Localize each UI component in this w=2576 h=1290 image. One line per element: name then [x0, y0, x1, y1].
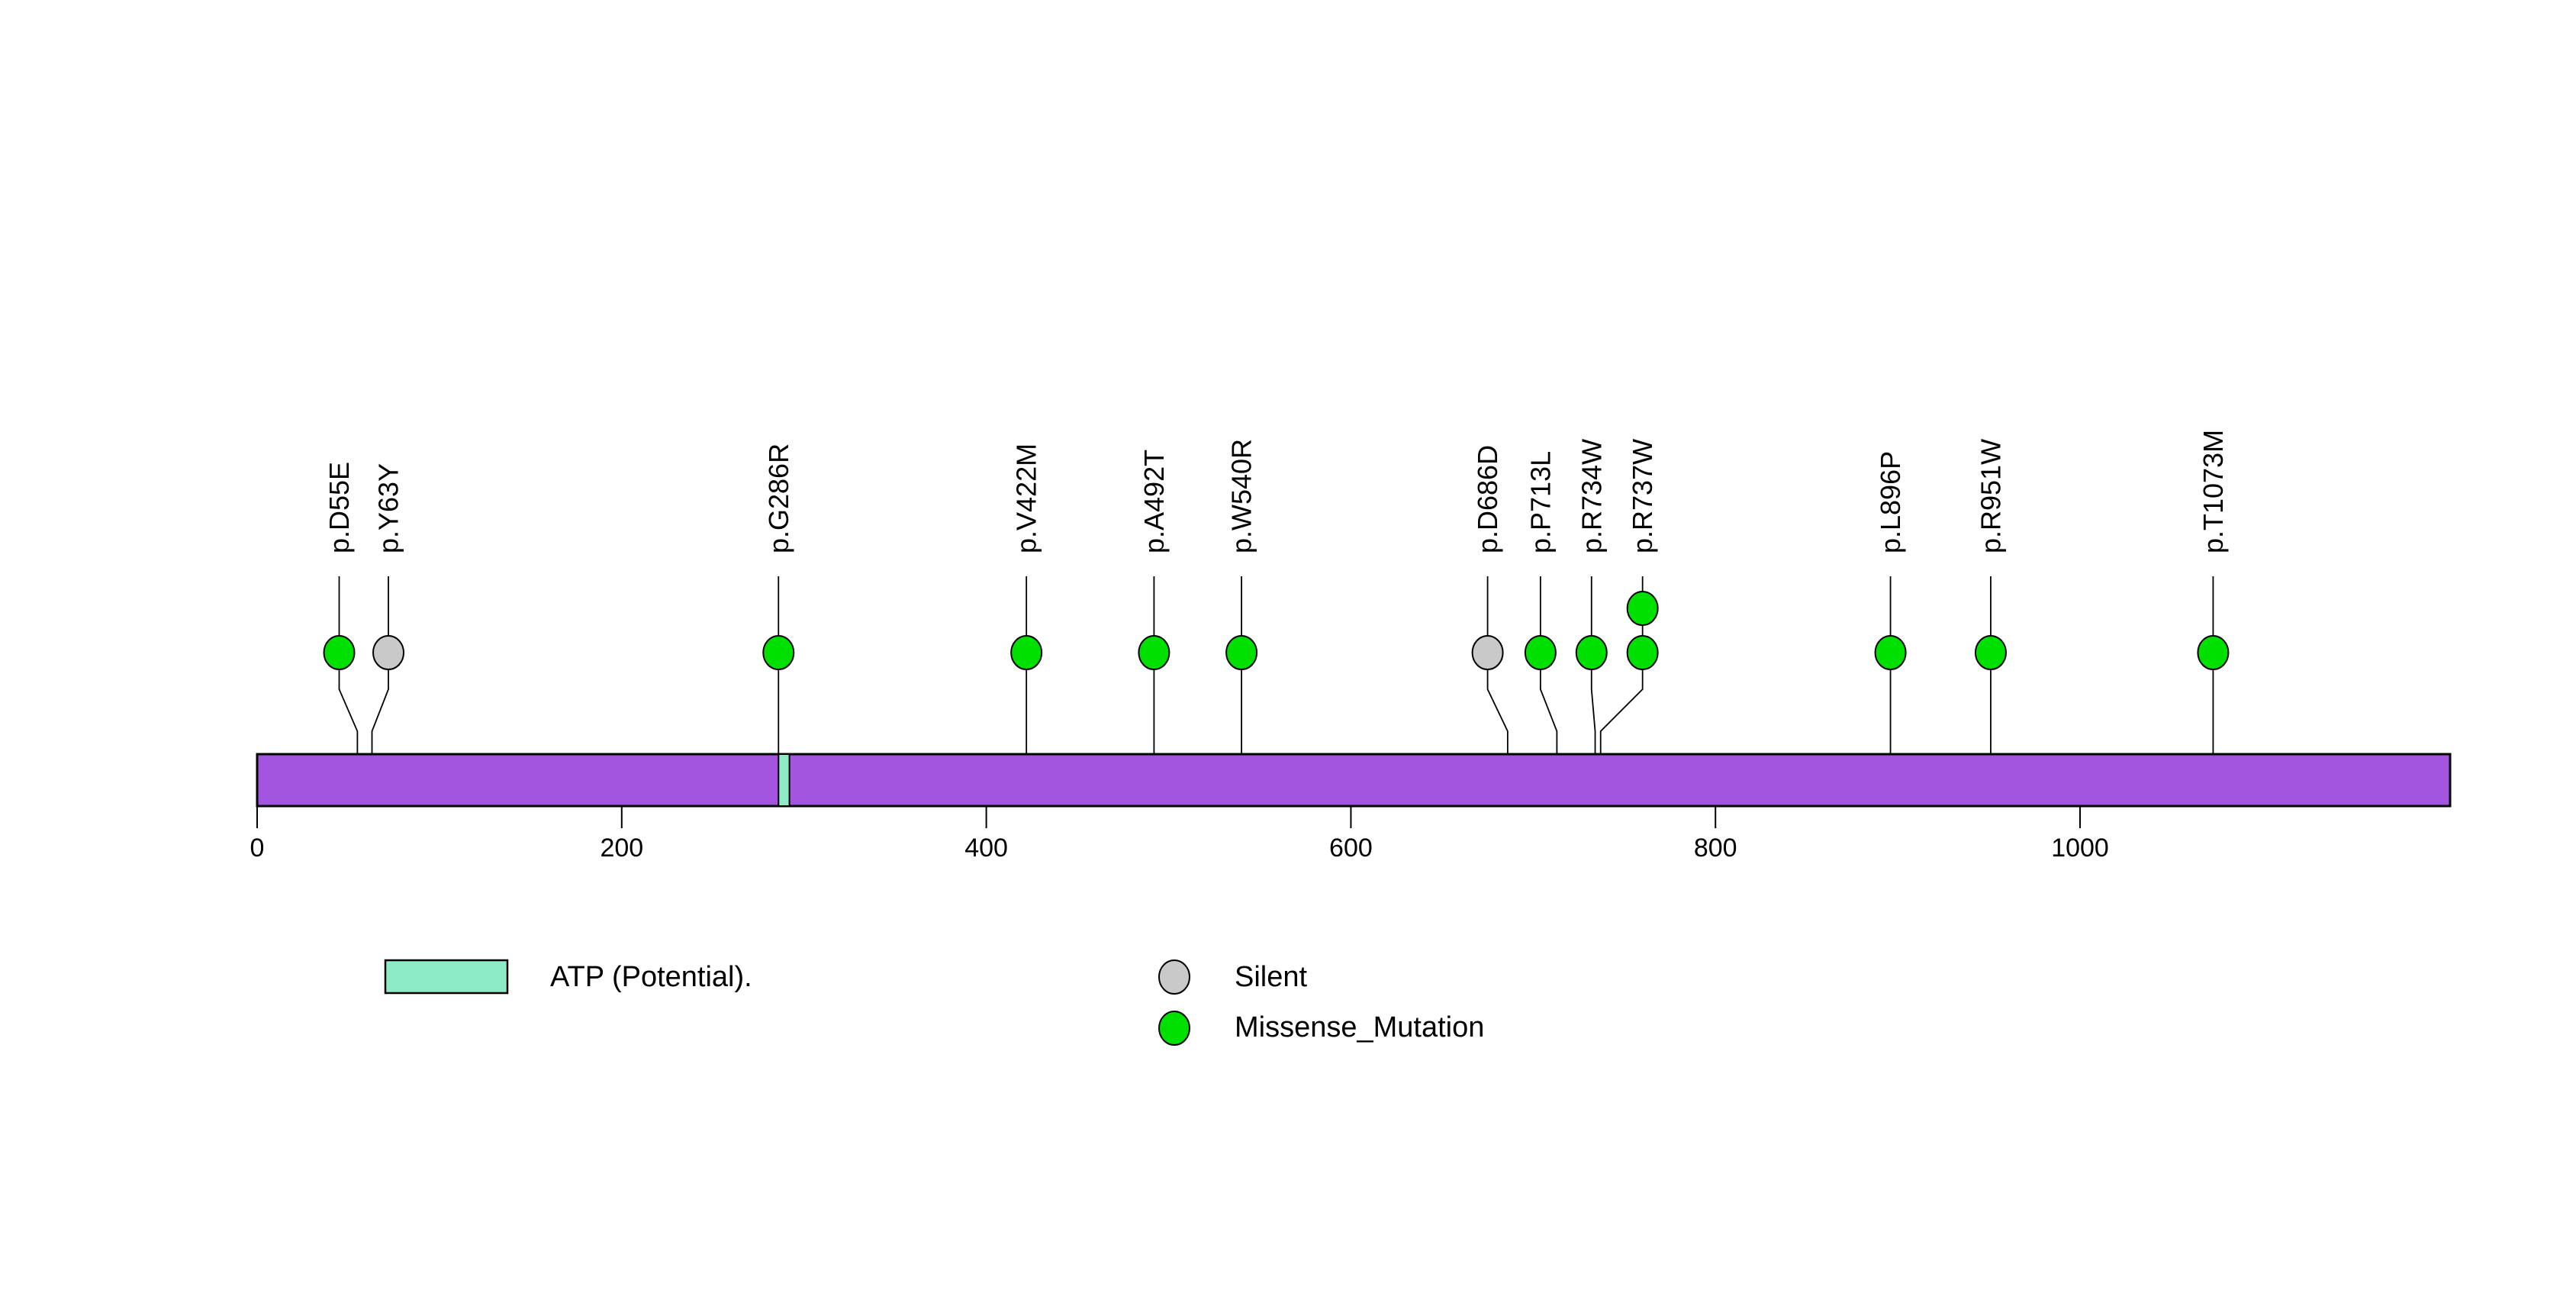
- mutation-label-p-r734w: p.R734W: [1576, 439, 1607, 553]
- mutation-label-p-r737w: p.R737W: [1627, 439, 1658, 553]
- atp-domain-legend-label: ATP (Potential).: [550, 961, 752, 993]
- mutation-labels: p.D55E p.Y63Y p.G286R p.V422M p.A492T p.W540R…: [324, 430, 2229, 553]
- position-axis: 0 200 400 600 800 1000: [250, 806, 2109, 863]
- protein-domains: [778, 753, 791, 807]
- axis-tick-label: 800: [1694, 834, 1737, 863]
- mutation-circles: [323, 591, 2230, 670]
- mutation-circle-p-l896p: [1874, 635, 1907, 670]
- mutation-label-p-l896p: p.L896P: [1875, 451, 1906, 553]
- mutation-label-p-r951w: p.R951W: [1975, 439, 2006, 553]
- mutation-label-p-a492t: p.A492T: [1138, 450, 1170, 553]
- axis-tick-label: 0: [250, 834, 265, 863]
- atp-domain-swatch: [384, 959, 509, 995]
- mutation-label-p-p713l: p.P713L: [1525, 451, 1556, 553]
- mutation-circle-p-t1073m: [2197, 635, 2230, 670]
- legend: ATP (Potential). Silent Missense_Mutatio…: [384, 959, 1484, 1046]
- protein-backbone: [256, 753, 2452, 808]
- mutation-circle-p-r737w: [1626, 591, 1659, 626]
- missense-legend-swatch: [1158, 1011, 1190, 1046]
- mutation-circle-p-y63y: [372, 635, 405, 670]
- mutation-label-p-d686d: p.D686D: [1472, 445, 1503, 553]
- mutation-circle-p-d686d: [1471, 635, 1504, 670]
- mutation-circle-p-r737w: [1626, 635, 1659, 670]
- mutation-circle-p-r951w: [1974, 635, 2007, 670]
- axis-tick-label: 600: [1329, 834, 1373, 863]
- mutation-circle-p-a492t: [1138, 635, 1170, 670]
- silent-legend-swatch: [1158, 959, 1190, 995]
- mutation-label-p-g286r: p.G286R: [763, 443, 794, 553]
- mutation-label-p-w540r: p.W540R: [1226, 439, 1257, 553]
- domain-atp-potential: [778, 753, 791, 807]
- mutation-circle-p-w540r: [1225, 635, 1258, 670]
- mutation-label-p-v422m: p.V422M: [1011, 443, 1042, 553]
- mutation-label-p-t1073m: p.T1073M: [2198, 430, 2229, 553]
- protein-backbone-layer: [256, 753, 2452, 808]
- mutation-circle-p-p713l: [1524, 635, 1557, 670]
- mutation-circle-p-v422m: [1010, 635, 1043, 670]
- silent-legend-label: Silent: [1235, 961, 1307, 993]
- axis-tick-label: 200: [600, 834, 643, 863]
- axis-tick-label: 1000: [2051, 834, 2109, 863]
- missense-legend-label: Missense_Mutation: [1235, 1011, 1484, 1043]
- mutation-circle-p-r734w: [1575, 635, 1608, 670]
- mutation-circle-p-g286r: [762, 635, 795, 670]
- mutation-label-p-d55e: p.D55E: [324, 462, 355, 553]
- axis-tick-label: 400: [964, 834, 1008, 863]
- mutation-label-p-y63y: p.Y63Y: [373, 463, 404, 553]
- mutation-circle-p-d55e: [323, 635, 356, 670]
